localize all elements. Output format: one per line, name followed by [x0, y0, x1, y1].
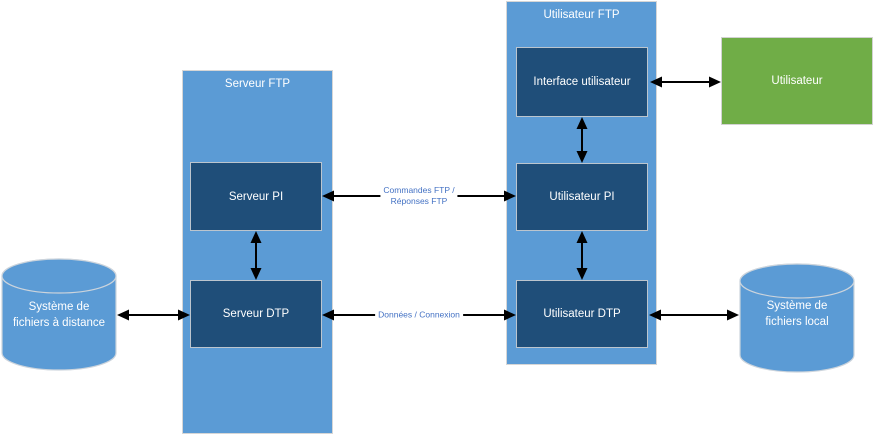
server-dtp-box: Serveur DTP [190, 280, 322, 348]
data-connection-label: Données / Connexion [375, 309, 463, 321]
user-pi-box: Utilisateur PI [516, 163, 648, 231]
server-ftp-group-title: Serveur FTP [224, 78, 291, 90]
user-actor-box: Utilisateur [721, 37, 873, 125]
commands-responses-label: Commandes FTP / Réponses FTP [380, 185, 458, 207]
arrow-interface-userpi [576, 117, 588, 163]
cylinder-shape-icon [739, 263, 855, 373]
arrow-userpi-userdtp [576, 231, 588, 280]
user-interface-box: Interface utilisateur [516, 47, 648, 117]
server-ftp-group: Serveur FTP [182, 70, 333, 434]
remote-filesystem-label: Système de fichiers à distance [12, 301, 106, 329]
arrow-userdtp-localfs [649, 309, 739, 321]
remote-filesystem-cylinder: Système de fichiers à distance [1, 258, 117, 371]
user-dtp-box: Utilisateur DTP [516, 280, 648, 348]
server-pi-box: Serveur PI [190, 162, 322, 231]
arrow-remotefs-serverdtp [117, 309, 190, 321]
local-filesystem-label: Système de fichiers local [765, 300, 829, 328]
arrow-serverpi-serverdtp [250, 231, 262, 280]
user-ftp-group-title: Utilisateur FTP [543, 9, 620, 21]
cylinder-shape-icon [1, 258, 117, 371]
local-filesystem-cylinder: Système de fichiers local [739, 263, 855, 373]
arrow-interface-actor [650, 76, 721, 88]
